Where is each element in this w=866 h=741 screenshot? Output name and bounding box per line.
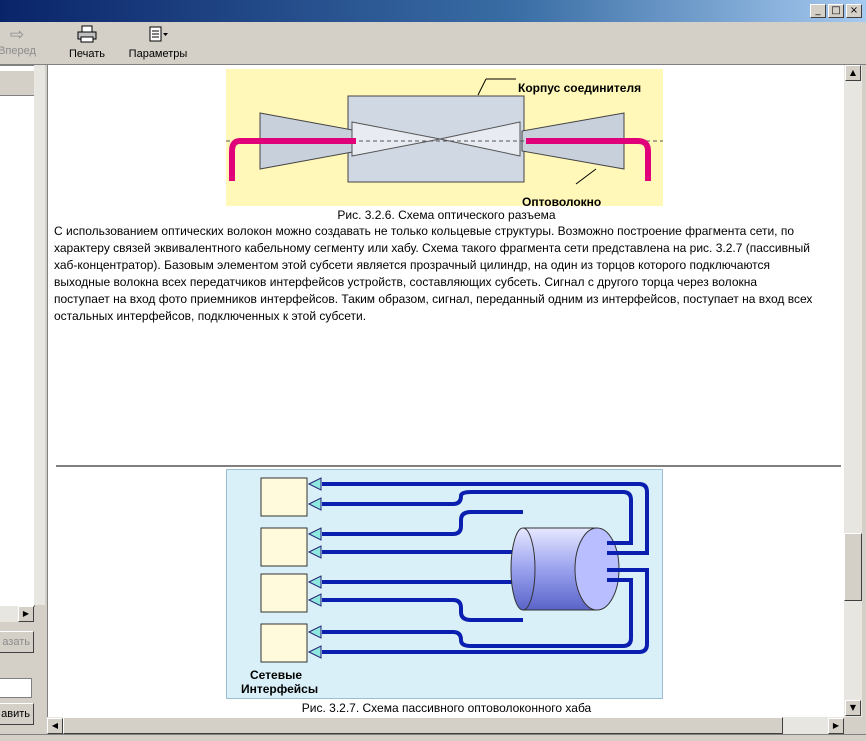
close-button[interactable]: × <box>846 4 862 18</box>
toolbar: ⇨ Вперед Печать Параметры <box>0 22 866 65</box>
printer-icon <box>64 25 110 48</box>
figure2-caption: Рис. 3.2.7. Схема пассивного оптоволокон… <box>301 701 592 715</box>
label-network-interfaces: Сетевые Интерфейсы <box>241 668 319 696</box>
scroll-down-icon[interactable]: ▼ <box>845 700 861 716</box>
print-button[interactable]: Печать <box>64 25 110 60</box>
content-horizontal-scrollbar[interactable]: ◀ ▶ <box>47 717 844 734</box>
horizontal-rule <box>56 465 841 467</box>
label-optical-fiber: Оптоволокно <box>522 195 602 209</box>
vertical-scroll-thumb[interactable] <box>844 533 862 601</box>
forward-label: Вперед <box>0 45 36 57</box>
options-label: Параметры <box>128 48 188 60</box>
figure-passive-hub: Сетевые Интерфейсы <box>226 469 663 699</box>
figure1-caption: Рис. 3.2.6. Схема оптического разъема <box>337 208 556 222</box>
nav-horizontal-scrollbar[interactable]: ▶ <box>0 606 34 622</box>
nav-vertical-scrollbar[interactable] <box>34 65 45 605</box>
forward-button[interactable]: ⇨ Вперед <box>0 25 40 57</box>
contents-tree[interactable] <box>0 65 35 607</box>
figure-optical-connector: Корпус соединителя Оптоволокно <box>226 69 663 209</box>
options-icon <box>126 25 190 48</box>
content-pane: Корпус соединителя Оптоволокно Рис. 3.2.… <box>47 65 845 717</box>
navigation-pane: ▶ азать авить <box>0 65 45 740</box>
scroll-right-icon[interactable]: ▶ <box>828 718 844 734</box>
print-label: Печать <box>68 48 106 60</box>
options-button[interactable]: Параметры <box>126 25 190 60</box>
minimize-button[interactable]: _ <box>810 4 826 18</box>
show-button[interactable]: азать <box>0 631 34 653</box>
keyword-input[interactable] <box>0 678 32 698</box>
scroll-left-icon[interactable]: ◀ <box>47 718 63 734</box>
content-vertical-scrollbar[interactable]: ▲ ▼ <box>844 65 862 717</box>
status-bar <box>0 734 866 741</box>
add-button[interactable]: авить <box>0 703 34 725</box>
scroll-up-icon[interactable]: ▲ <box>845 65 861 81</box>
forward-arrow-icon: ⇨ <box>9 25 25 45</box>
maximize-button[interactable]: □ <box>828 4 844 18</box>
body-paragraph: С использованием оптических волокон можн… <box>54 224 813 323</box>
title-bar: _ □ × <box>0 0 866 22</box>
horizontal-scroll-thumb[interactable] <box>63 717 783 734</box>
nav-tab-strip <box>0 71 34 96</box>
scroll-right-icon[interactable]: ▶ <box>18 606 34 622</box>
label-connector-housing: Корпус соединителя <box>518 81 642 95</box>
